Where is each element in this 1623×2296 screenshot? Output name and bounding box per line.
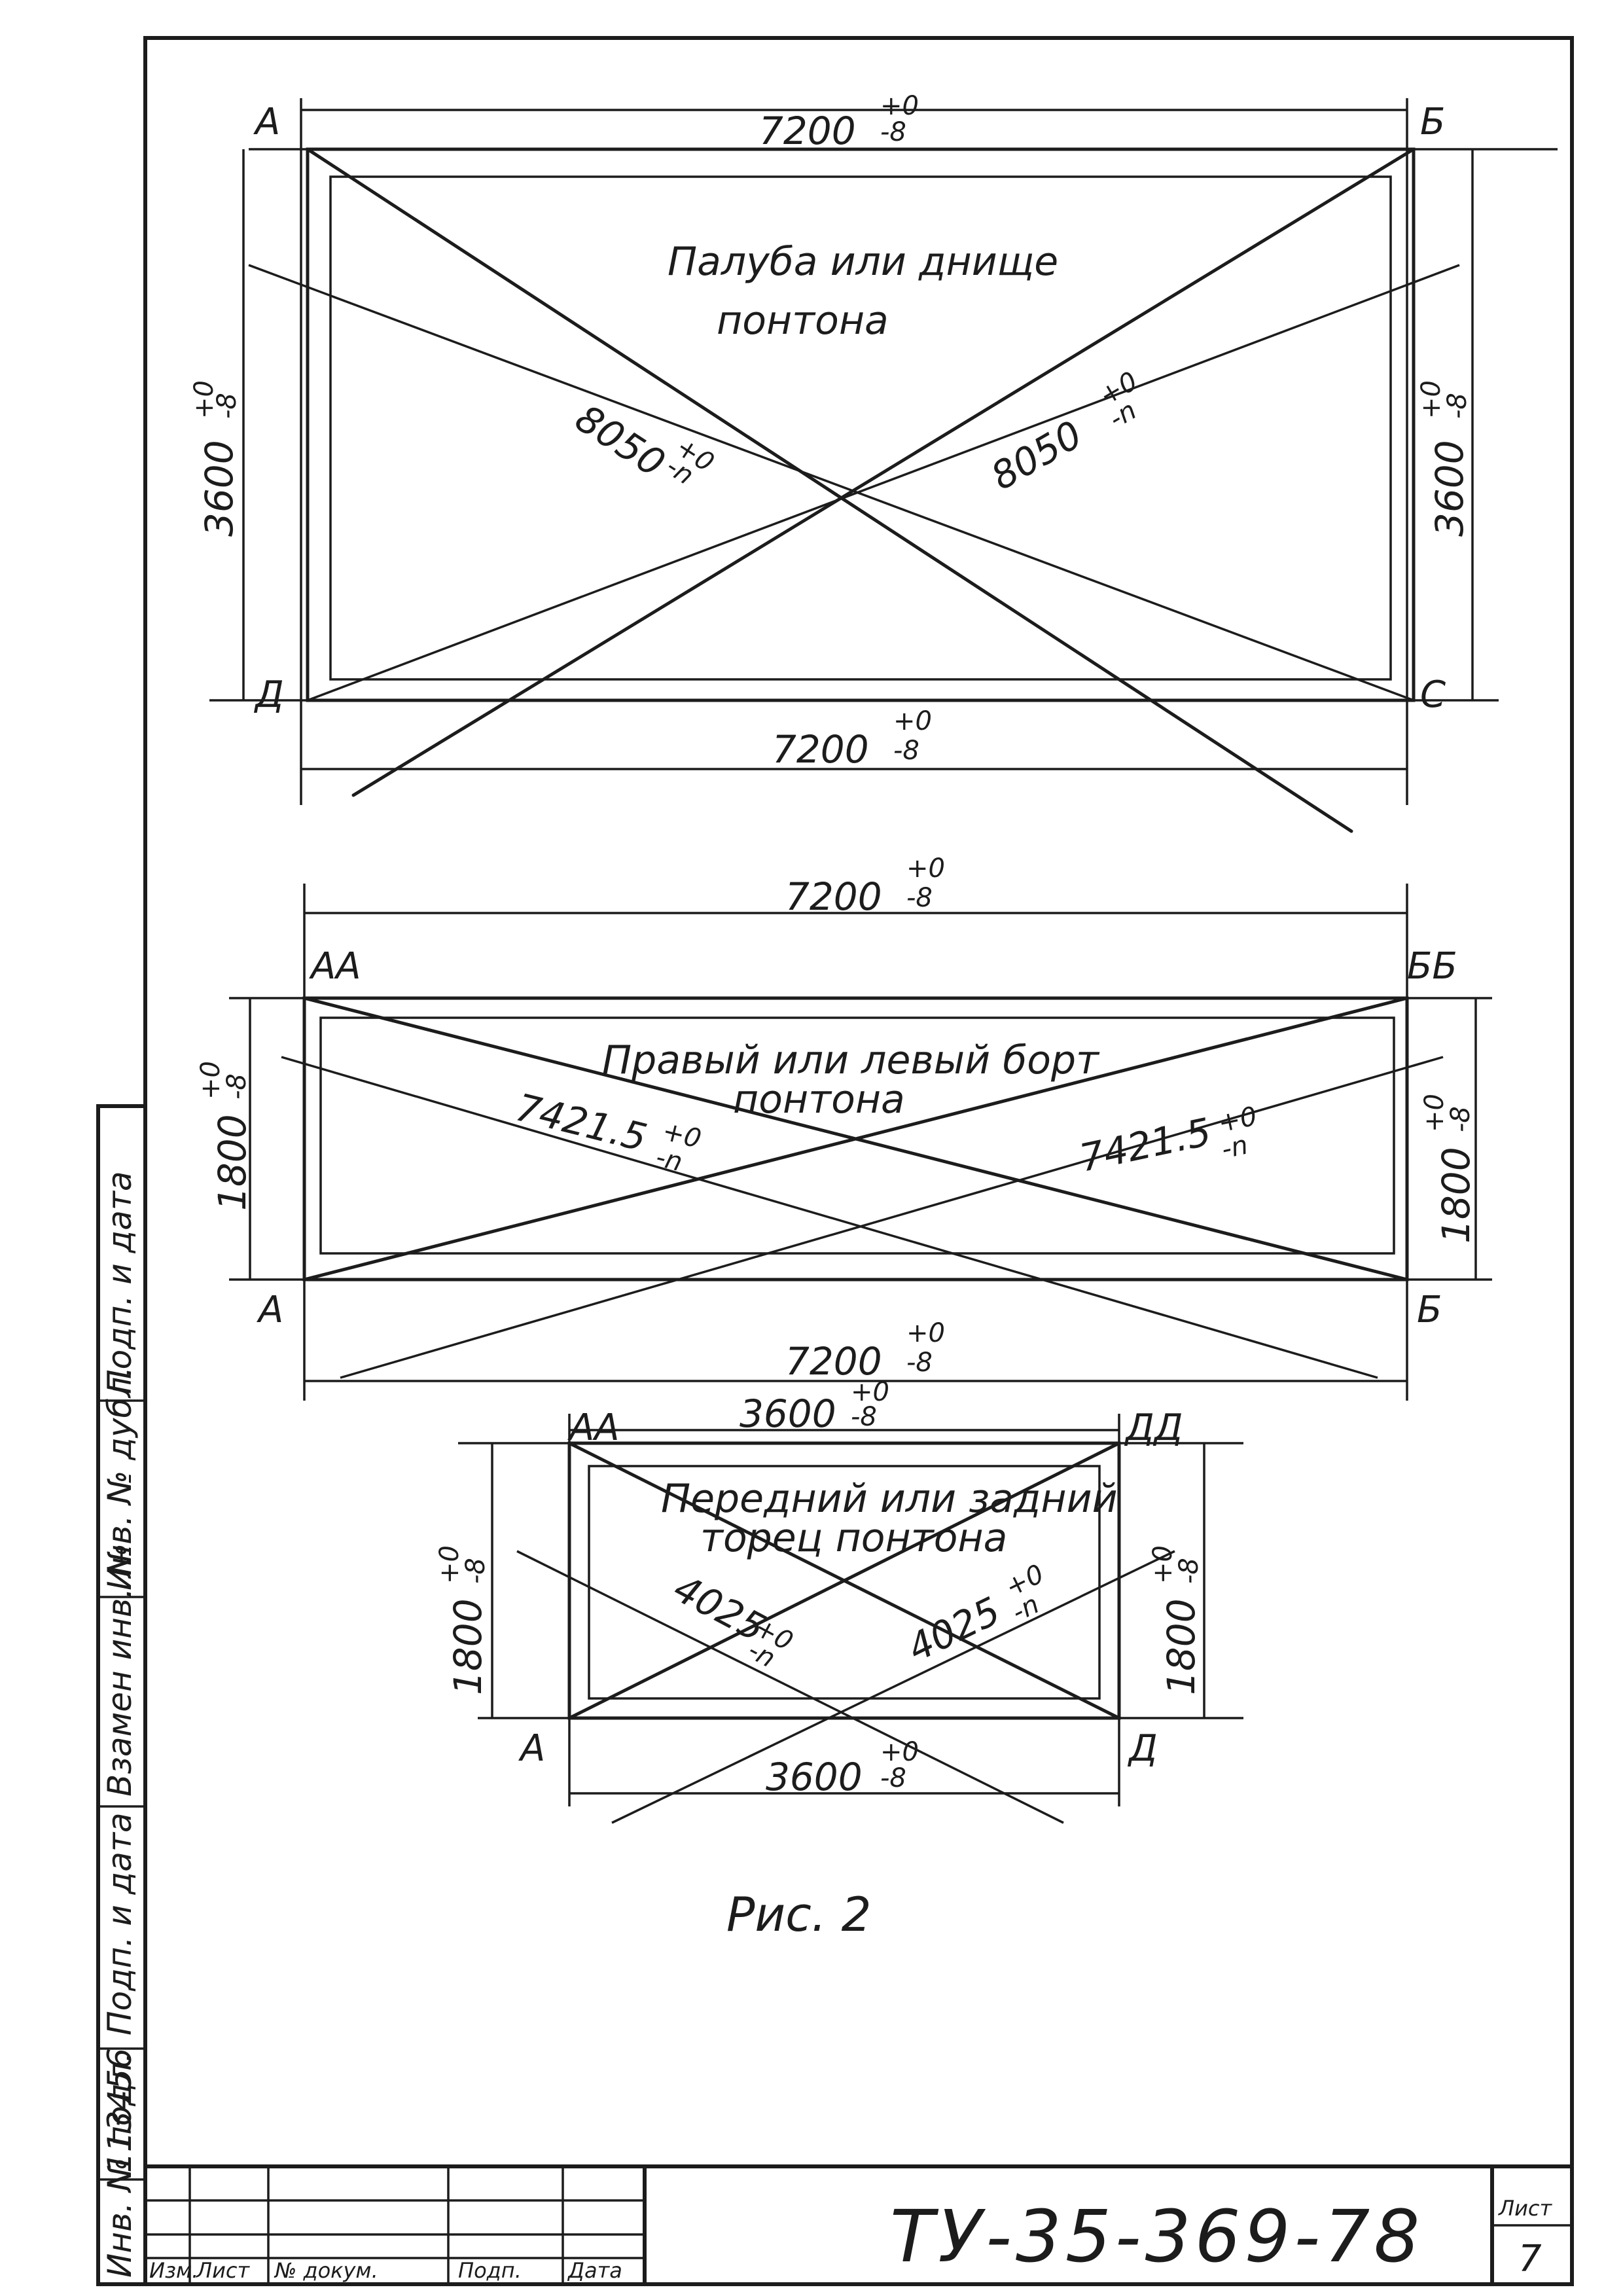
side-corner-bb: ББ: [1407, 945, 1457, 988]
deck-corner-a: А: [253, 101, 280, 143]
sheet-frame: [143, 36, 1574, 2286]
deck-plate: [306, 147, 1416, 702]
col-data: Дата: [567, 2258, 622, 2283]
end-bottom-tol-upper: +0: [880, 1737, 919, 1767]
end-right-dim: 1800: [1159, 1598, 1204, 1695]
side-inv-dubl-label: Инв. № дубл.: [101, 1367, 139, 1590]
end-left-dim: 1800: [446, 1598, 490, 1695]
deck-diag-left-dim: 8050: [567, 396, 673, 486]
deck-corner-d: Д: [253, 673, 284, 716]
panel-side: АА ББ А Б Правый или левый борт понтона …: [196, 853, 1492, 1401]
deck-caption-line2: понтона: [717, 298, 889, 344]
col-podp: Подп.: [458, 2258, 522, 2283]
side-right-tol-lower: -8: [1446, 1106, 1476, 1132]
title-block: Изм. Лист № докум. Подп. Дата ТУ-35-369-…: [145, 2164, 1572, 2284]
deck-caption-line1: Палуба или днище: [668, 239, 1058, 285]
deck-left-tol-lower: -8: [212, 393, 242, 419]
end-diagonal-2: [567, 1441, 1121, 1720]
document-code: ТУ-35-369-78: [890, 2195, 1423, 2278]
side-diagonal-2: [302, 996, 1409, 1282]
side-left-dim: 1800: [210, 1114, 255, 1211]
deck-corner-b: Б: [1420, 101, 1445, 143]
end-caption-line1: Передний или задний: [661, 1476, 1118, 1522]
figure-caption: Рис. 2: [726, 1887, 871, 1942]
deck-left-dim: 3600: [197, 440, 241, 537]
sheet-label: Лист: [1498, 2196, 1552, 2221]
end-top-tol-upper: +0: [851, 1377, 889, 1407]
deck-right-tol-lower: -8: [1442, 393, 1472, 419]
side-right-tol-upper: +0: [1419, 1094, 1450, 1132]
deck-top-tol-upper: +0: [880, 91, 919, 121]
deck-diagonal-2: [351, 147, 1416, 797]
end-top-dim: 3600: [740, 1391, 836, 1436]
end-corner-a: А: [518, 1727, 545, 1770]
side-left-tol-lower: -8: [222, 1073, 252, 1100]
side-diag-left-dim: 7421.5: [512, 1085, 651, 1160]
col-list: Лист: [196, 2258, 250, 2283]
side-diag-right-tol-lower: -n: [1219, 1130, 1251, 1165]
side-corner-a: А: [257, 1289, 283, 1331]
panel-deck: А Б Д С Палуба или днище понтона 7200 +0…: [189, 91, 1558, 833]
side-inv-podl-label: Инв. № подл.: [101, 2052, 139, 2278]
sheet-number: 7: [1518, 2238, 1542, 2280]
deck-corner-c: С: [1420, 673, 1446, 716]
end-left-tol-upper: +0: [435, 1545, 465, 1584]
side-corner-aa: АА: [309, 945, 361, 988]
deck-bottom-tol-lower: -8: [893, 736, 919, 766]
side-top-tol-lower: -8: [906, 883, 933, 913]
end-right-tol-upper: +0: [1148, 1545, 1178, 1584]
side-corner-b: Б: [1417, 1289, 1442, 1331]
deck-top-tol-lower: -8: [880, 117, 906, 147]
side-plate-inner: [319, 1016, 1395, 1255]
end-plate-inner: [588, 1465, 1101, 1700]
panel-end: АА ДД А Д Передний или задний торец понт…: [435, 1377, 1243, 1824]
side-caption-line2: понтона: [733, 1077, 905, 1122]
col-doc-number: № докум.: [274, 2258, 378, 2283]
deck-bottom-tol-upper: +0: [893, 706, 932, 736]
col-izm: Изм.: [149, 2258, 198, 2283]
side-podp-data-label-2: Подп. и дата: [101, 1171, 139, 1394]
side-vzamen-label: Взамен инв. №: [101, 1543, 139, 1797]
deck-left-tol-upper: +0: [189, 380, 219, 419]
side-diag-left-tol-lower: -n: [653, 1142, 686, 1177]
side-strip: Инв. № подл. 113456 Подп. и дата Взамен …: [96, 1104, 147, 2286]
side-left-tol-upper: +0: [196, 1061, 226, 1100]
end-caption-line2: торец понтона: [700, 1515, 1007, 1561]
end-bottom-tol-lower: -8: [880, 1763, 906, 1793]
side-diag-right-dim: 7421.5: [1076, 1109, 1215, 1181]
side-bottom-tol-upper: +0: [906, 1318, 945, 1348]
end-corner-dd: ДД: [1124, 1407, 1183, 1449]
side-bottom-dim: 7200: [785, 1339, 882, 1384]
end-corner-aa: АА: [567, 1407, 620, 1449]
side-bottom-tol-lower: -8: [906, 1348, 933, 1378]
deck-right-dim: 3600: [1427, 440, 1472, 537]
deck-bottom-dim: 7200: [772, 727, 869, 772]
side-right-dim: 1800: [1434, 1147, 1478, 1244]
end-bottom-dim: 3600: [766, 1755, 863, 1799]
deck-top-dim: 7200: [759, 109, 856, 153]
side-podp-data-label: Подп. и дата: [101, 1812, 139, 2036]
deck-diagonal-1: [306, 147, 1353, 833]
end-right-tol-lower: -8: [1174, 1558, 1204, 1584]
side-top-tol-upper: +0: [906, 853, 945, 884]
side-caption-line1: Правый или левый борт: [602, 1037, 1100, 1083]
side-inv-number: 113456: [101, 2048, 139, 2173]
end-left-tol-lower: -8: [461, 1558, 491, 1584]
side-top-dim: 7200: [785, 874, 882, 919]
deck-plate-inner: [329, 175, 1392, 681]
end-corner-d: Д: [1127, 1727, 1158, 1770]
deck-right-tol-upper: +0: [1416, 380, 1446, 419]
end-top-tol-lower: -8: [851, 1402, 877, 1432]
